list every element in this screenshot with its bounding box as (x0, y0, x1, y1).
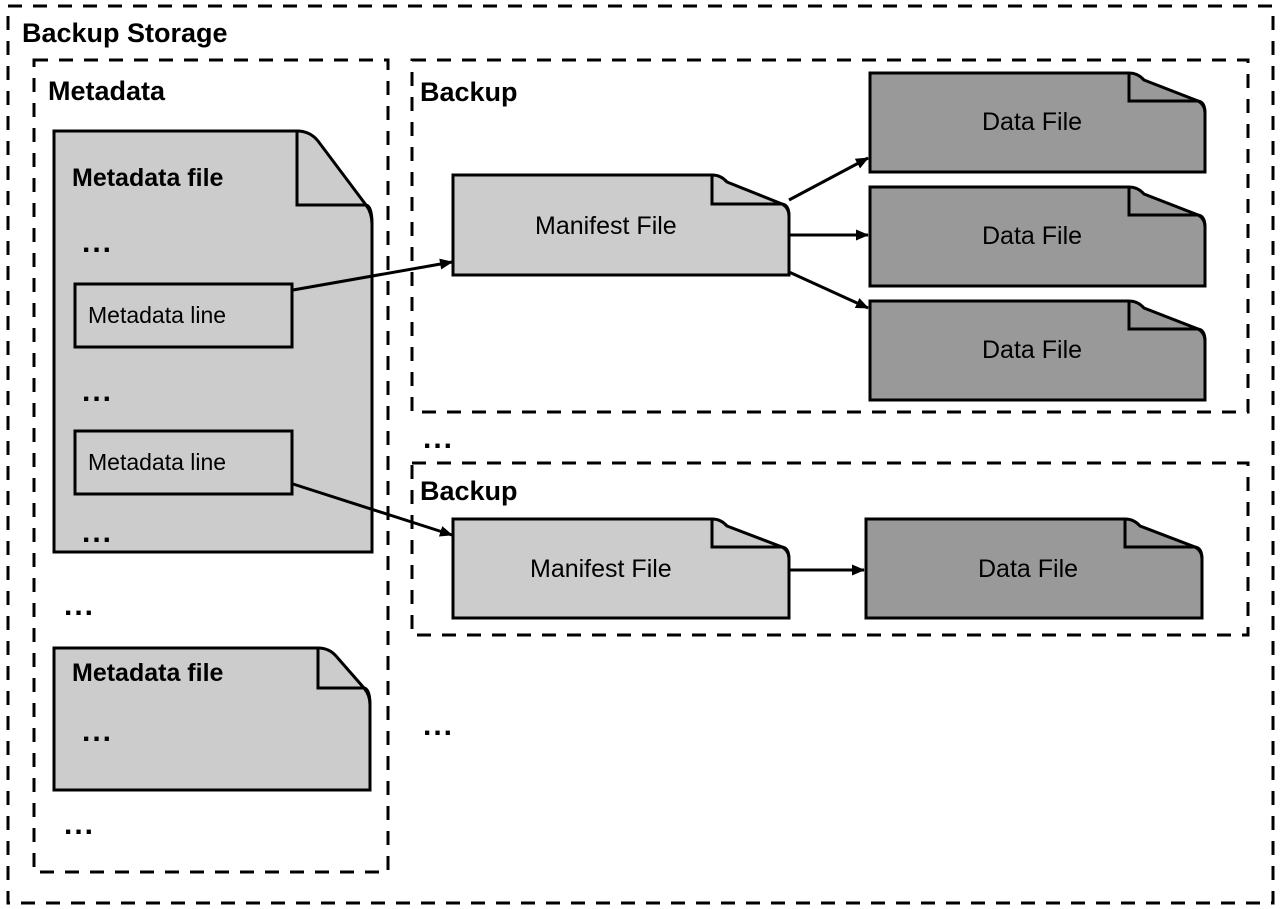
page-title: Backup Storage (22, 18, 228, 48)
metadata-file-2-ellipsis: ... (82, 715, 114, 748)
metadata-file-1-ellipsis-middle: ... (82, 375, 114, 408)
backup-section-1-label: Backup (420, 77, 518, 107)
backup-section-2-label: Backup (420, 476, 518, 506)
data-file-2-fold-icon (1127, 187, 1207, 228)
metadata-line-2-label: Metadata line (88, 449, 227, 475)
metadata-section-label: Metadata (48, 76, 166, 106)
metadata-line-box-1 (73, 282, 294, 349)
metadata-file-1-fold-icon (295, 131, 374, 225)
manifest-file-2-fold-icon (710, 519, 791, 560)
data-file-1-fold-icon (1127, 73, 1207, 114)
metadata-container (32, 58, 390, 874)
data-file-2-label: Data File (982, 222, 1083, 250)
backup-container-2 (410, 461, 1250, 637)
arrow-manifest-1-to-data-file-1 (788, 156, 869, 202)
metadata-file-2-fold-icon (316, 648, 372, 706)
data-file-1-label: Data File (982, 108, 1083, 136)
metadata-ellipsis-after-files: ... (64, 808, 96, 841)
ellipsis-between-backups: ... (423, 422, 455, 455)
metadata-file-1-ellipsis-bottom: ... (82, 516, 114, 549)
metadata-ellipsis-between-files: ... (64, 589, 96, 622)
arrow-metadata-line-1-to-manifest-1 (292, 258, 453, 292)
metadata-file-1-ellipsis-top: ... (82, 226, 114, 259)
manifest-file-1-label: Manifest File (535, 212, 677, 240)
arrow-manifest-1-to-data-file-3 (788, 270, 869, 310)
data-file-3-label: Data File (982, 336, 1083, 364)
ellipsis-after-backups: ... (423, 709, 455, 742)
metadata-line-1-label: Metadata line (88, 302, 227, 328)
manifest-file-1-fold-icon (710, 175, 791, 217)
manifest-file-2-label: Manifest File (530, 555, 672, 583)
data-file-3-fold-icon (1127, 301, 1207, 342)
arrow-metadata-line-2-to-manifest-2 (292, 482, 453, 537)
metadata-file-1-title: Metadata file (72, 164, 224, 192)
data-file-4-label: Data File (978, 555, 1079, 583)
metadata-line-box-2 (73, 429, 294, 496)
backup-container-1 (410, 58, 1250, 414)
backup-storage-container (6, 4, 1275, 905)
data-file-4-fold-icon (1123, 519, 1204, 560)
metadata-file-2-title: Metadata file (72, 659, 224, 687)
